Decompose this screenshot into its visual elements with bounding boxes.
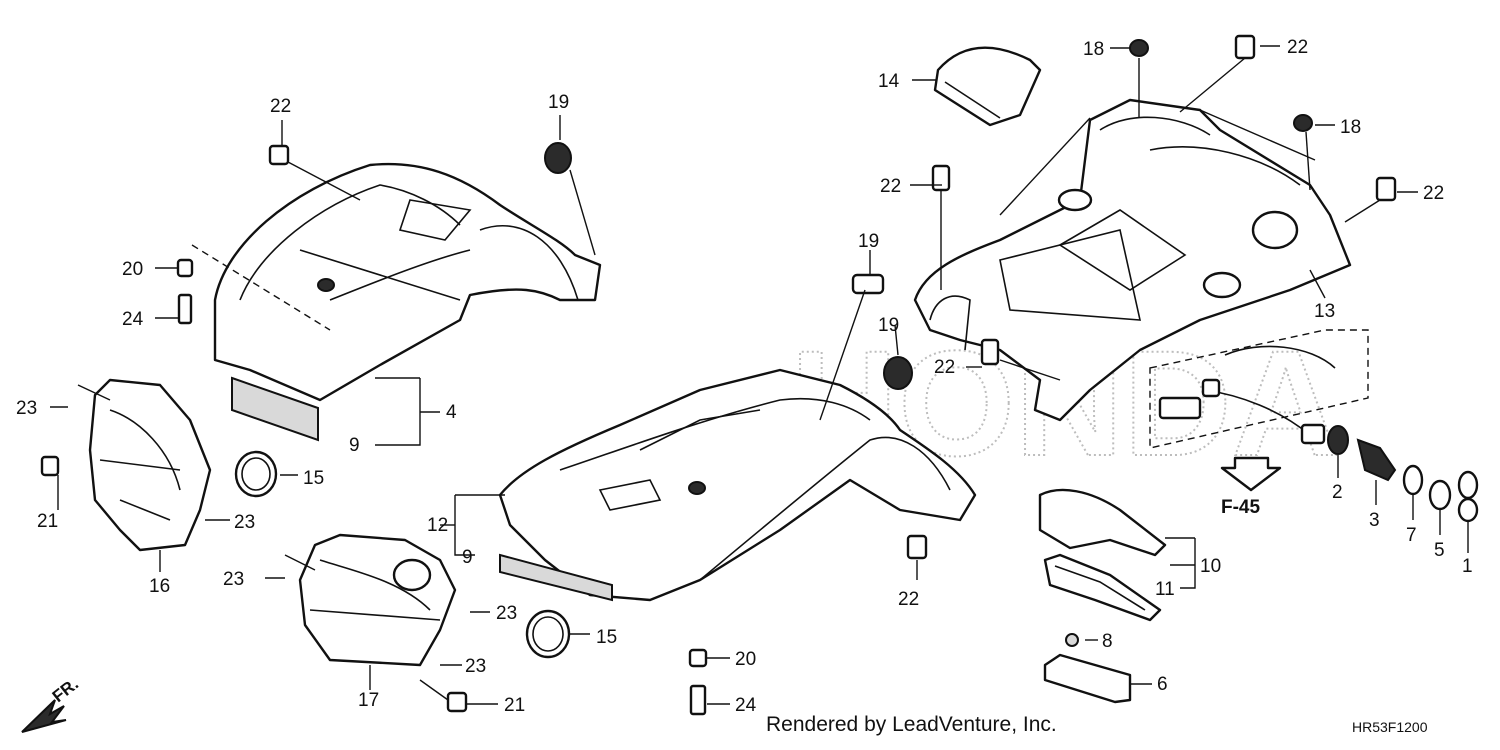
leader-lines [50,45,1469,705]
washer-part-1[interactable] [1457,470,1479,523]
callout-23-c: 23 [223,569,244,590]
callout-7: 7 [1406,525,1417,546]
reference-arrow [1220,456,1282,492]
reference-label[interactable]: F-45 [1221,497,1261,518]
callout-23-b: 23 [234,512,255,533]
callout-21-right: 21 [504,695,525,716]
callout-21-left: 21 [37,511,58,532]
callout-9-front: 9 [349,435,360,456]
callout-22-d: 22 [1423,183,1444,204]
callout-24-rear: 24 [735,695,757,716]
washer-part-7[interactable] [1402,464,1424,496]
callout-1: 1 [1462,556,1473,577]
callout-8: 8 [1102,631,1113,652]
callout-15-rear: 15 [596,627,617,648]
wire-harness-group[interactable] [1149,329,1369,449]
callout-labels: 1 2 3 4 5 6 7 8 9 9 10 11 12 13 14 15 15… [16,37,1473,716]
callout-2: 2 [1332,482,1343,503]
callout-19-low: 19 [878,315,899,336]
washer-part-5[interactable] [1428,479,1452,511]
fasteners [40,34,1397,716]
diagram-code: HR53F1200 [1352,719,1428,735]
callout-14: 14 [878,71,900,92]
credit-text: Rendered by LeadVenture, Inc. [766,713,1057,736]
callout-15-front: 15 [303,468,324,489]
callout-18-right: 18 [1340,117,1361,138]
ring-part-15-front[interactable] [234,450,278,498]
callout-23-e: 23 [465,656,486,677]
grommet-part-8[interactable] [1065,633,1079,647]
callout-4: 4 [446,402,457,423]
callout-3: 3 [1369,510,1380,531]
callout-23-a: 23 [16,398,37,419]
front-direction-arrow [21,699,67,733]
cover-part-14[interactable] [933,46,1042,127]
callout-16: 16 [149,576,170,597]
ring-part-15-rear[interactable] [525,609,571,659]
callout-12: 12 [427,515,448,536]
callout-24-front: 24 [122,309,144,330]
callout-22-c: 22 [880,176,901,197]
callout-23-d: 23 [496,603,517,624]
strip-part-9-front[interactable] [231,376,319,442]
callout-10: 10 [1200,556,1221,577]
rear-fender-part-12[interactable] [498,368,977,602]
mudguard-part-17[interactable] [298,533,457,667]
callout-9-rear: 9 [462,547,473,568]
mudguard-part-16[interactable] [88,378,212,552]
cover-part-10[interactable] [1038,488,1167,557]
rear-carrier-part-13[interactable] [913,98,1352,422]
bolt-part-3[interactable] [1356,438,1397,482]
callout-6: 6 [1157,674,1168,695]
callout-22-b: 22 [1287,37,1308,58]
callout-17: 17 [358,690,379,711]
callout-11: 11 [1155,579,1175,600]
callout-20-front: 20 [122,259,143,280]
grommet-part-2[interactable] [1327,425,1349,455]
callout-5: 5 [1434,540,1445,561]
bracket-part-6[interactable] [1043,653,1132,704]
strip-part-9-rear[interactable] [499,553,613,602]
callout-20-rear: 20 [735,649,756,670]
callout-19-top: 19 [548,92,569,113]
callout-13: 13 [1314,301,1335,322]
callout-22-f: 22 [898,589,919,610]
callout-18-top: 18 [1083,39,1104,60]
callout-19-mid: 19 [858,231,879,252]
callout-22-a: 22 [270,96,291,117]
front-fender-part-4[interactable] [213,162,602,402]
callout-22-e: 22 [934,357,955,378]
seal-part-11[interactable] [1043,553,1162,622]
